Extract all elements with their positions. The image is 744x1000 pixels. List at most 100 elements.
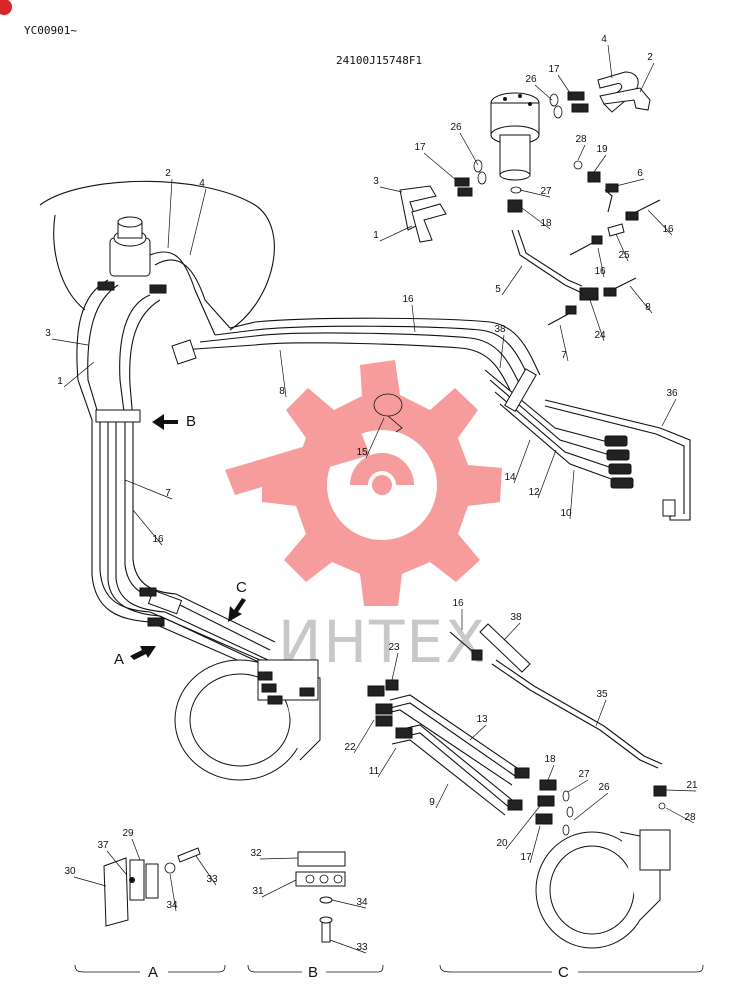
pipe-16 [129,299,276,643]
view-arrow-b: B [152,413,196,430]
end-fitting-13 [514,767,530,779]
callout-c-19: 19 [596,144,608,155]
leader-c-37 [106,850,127,875]
travel-motor-right [535,829,671,949]
callout-c-3a: 3 [373,176,379,187]
leader-c-6 [615,178,645,187]
pipe-bundle-b [115,420,269,661]
leader-c-34b [331,899,367,909]
clamp-upper [95,409,141,423]
leader-c-3b [51,338,89,346]
callout-c-28a: 28 [575,134,587,145]
callout-c-18a: 18 [540,218,552,229]
tee-25 [607,223,625,237]
leader-c-18a [521,207,551,230]
orings-26-top [473,93,563,185]
motor-fittings-left [257,671,315,705]
leader-c-5 [501,265,523,296]
callout-c-27b: 27 [578,769,590,780]
fitting-16-lower [471,649,483,661]
fitting-16-top [625,211,639,221]
pipe-long-4 [229,317,541,376]
fittings-17-top [454,91,589,197]
view-arrow-c-label: C [236,579,247,596]
tee-24 [579,287,599,301]
callout-c-17a: 17 [548,64,560,75]
callout-c-31: 31 [252,886,264,897]
leader-c-12 [537,449,557,499]
leader-c-7b [124,479,173,500]
leader-c-4b [189,188,207,256]
adapters-22 [367,685,413,739]
elbow-2 [599,87,651,111]
callout-c-3b: 3 [45,328,51,339]
leader-c-2b [167,178,173,249]
oring-28-lower [658,802,666,810]
leader-c-10 [569,469,575,520]
callout-c-20: 20 [496,838,508,849]
leader-c-22 [353,719,375,754]
leader-c-19 [593,154,607,173]
callout-c-16d: 16 [152,534,164,545]
callout-labels: 4217262617281932761811625165824724163831… [45,34,698,953]
leader-c-16a [647,209,673,236]
leader-c-25 [615,233,629,262]
detail-c-underline [439,964,704,973]
fitting-bundle-2 [147,617,165,627]
callout-c-12: 12 [528,487,540,498]
swivel-exploded [490,92,540,181]
leader-c-17a [557,74,573,97]
leader-c-24 [589,299,605,342]
elbow-3 [399,185,437,231]
pipe-bundle-a [107,420,266,666]
leader-c-4a [607,44,613,79]
callout-c-10: 10 [560,508,572,519]
corner-badge [0,0,13,16]
adapter-23 [385,679,399,691]
leader-c-21 [665,789,697,792]
callout-c-7a: 7 [561,350,567,361]
leader-c-16b [597,247,605,278]
callout-c-26b: 26 [450,122,462,133]
pipe-4 [154,259,231,329]
leader-c-34a [169,873,177,912]
pipe-3 [76,279,261,671]
adapter-20 [537,795,555,807]
leader-c-28b [665,807,695,824]
leader-c-31 [261,879,297,898]
fitting-16-mid [591,235,603,245]
pipe-13 [389,694,521,771]
callout-c-13: 13 [476,714,488,725]
view-arrow-a: A [114,646,156,668]
callout-c-38b: 38 [510,612,522,623]
leader-c-33a [195,855,217,886]
leader-c-18b [547,764,555,781]
watermark-logo [225,360,502,606]
sleeve-38 [479,623,531,673]
pipe-2 [149,251,216,336]
main-assembly [39,180,691,781]
fitting-21 [653,785,667,797]
pipe-36b [544,405,685,514]
leader-c-3a [379,186,403,193]
callout-c-18b: 18 [544,754,556,765]
fitting-19 [587,171,601,183]
leader-lines [51,44,697,954]
callout-c-5: 5 [495,284,501,295]
adapter-18-top [507,199,523,213]
detail-b-label: B [308,964,318,981]
clamp-38 [504,368,537,413]
callout-c-29: 29 [122,828,134,839]
leader-c-27a [519,189,551,198]
tee-fitting [171,339,197,365]
pipe-5b [517,229,583,287]
callout-c-33a: 33 [206,874,218,885]
swivel-fitting-2 [149,284,167,294]
callout-c-25: 25 [618,250,630,261]
callout-c-24: 24 [594,330,606,341]
pipe-16-long [199,332,521,386]
callout-c-22: 22 [344,742,356,753]
callout-c-16c: 16 [402,294,414,305]
pipe-35b [495,659,663,765]
